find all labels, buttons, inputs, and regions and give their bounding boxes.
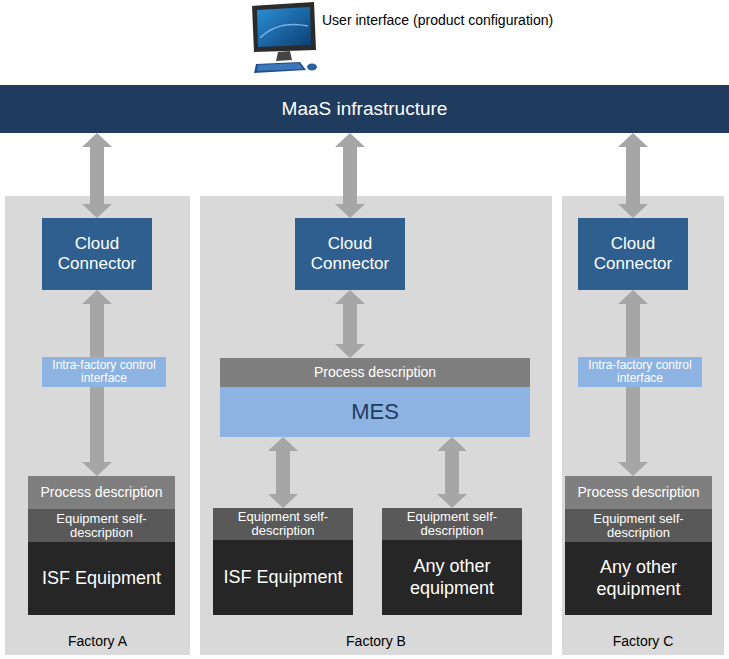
box-text: MaaS infrastructure	[282, 98, 448, 120]
box-text: ISF Equipment	[223, 567, 342, 589]
box-text: Equipment self-description	[568, 512, 709, 539]
equipment-box: ISF Equipment	[28, 542, 175, 615]
box-text: Cloud Connector	[46, 234, 148, 273]
cloud-connector: Cloud Connector	[295, 218, 405, 290]
box-text: Equipment self-description	[216, 510, 350, 537]
box-text: Cloud Connector	[299, 234, 401, 273]
interface-label: Intra-factory control interface	[42, 357, 166, 387]
box-text: Any other equipment	[569, 557, 708, 600]
factory-name: Factory C	[613, 633, 674, 649]
process-box: Process description	[28, 476, 175, 509]
mes-box: MES	[220, 387, 530, 437]
box-text: MES	[351, 399, 399, 425]
computer-icon	[248, 0, 320, 76]
factory-panel: Factory B Cloud ConnectorProcess descript…	[200, 196, 552, 655]
box-text: Equipment self-description	[385, 510, 519, 537]
block-arrow	[82, 133, 112, 218]
ui-label: User interface (product configuration)	[322, 12, 553, 28]
block-arrow	[618, 133, 648, 218]
factory-name: Factory B	[346, 633, 406, 649]
description-box: Equipment self-description	[213, 508, 353, 540]
equipment-box: Any other equipment	[565, 542, 712, 615]
box-text: Intra-factory control interface	[581, 359, 699, 385]
cloud-connector: Cloud Connector	[578, 218, 688, 290]
description-box: Equipment self-description	[382, 508, 522, 540]
band: MaaS infrastructure	[0, 85, 729, 133]
box-text: ISF Equipment	[42, 568, 161, 590]
description-box: Equipment self-description	[565, 509, 712, 542]
box-text: Any other equipment	[386, 556, 518, 599]
box-text: Process description	[577, 485, 699, 500]
factory-panel: Factory C Cloud ConnectorIntra-factory co…	[562, 196, 724, 655]
box-text: Cloud Connector	[582, 234, 684, 273]
equipment-box: Any other equipment	[382, 540, 522, 615]
process-box: Process description	[220, 358, 530, 387]
equipment-box: ISF Equipment	[213, 540, 353, 615]
description-box: Equipment self-description	[28, 509, 175, 542]
process-box: Process description	[565, 476, 712, 509]
box-text: Process description	[314, 365, 436, 380]
box-text: Intra-factory control interface	[45, 359, 163, 385]
cloud-connector: Cloud Connector	[42, 218, 152, 290]
box-text: Process description	[40, 485, 162, 500]
box-text: Equipment self-description	[31, 512, 172, 539]
factory-name: Factory A	[68, 633, 127, 649]
block-arrow	[335, 133, 365, 218]
interface-label: Intra-factory control interface	[578, 357, 702, 387]
